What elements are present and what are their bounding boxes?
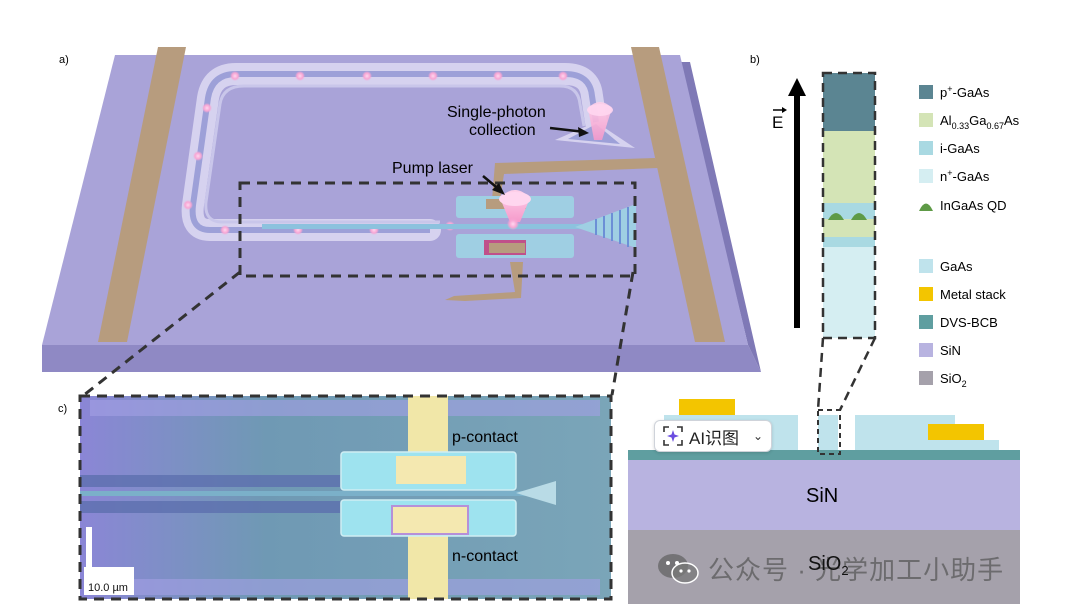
chip-side-right <box>680 62 761 372</box>
stack-connector-right <box>838 337 877 411</box>
metal-stack-right <box>928 424 984 440</box>
legend-sin: SiN <box>940 343 961 358</box>
waveguide-loop-inner <box>204 84 586 224</box>
sparkle-scan-icon <box>663 426 683 446</box>
gold-track-right <box>631 47 725 342</box>
panel-b-label: b) <box>750 54 760 66</box>
zoom-region <box>238 181 637 278</box>
bus-waveguide <box>262 224 582 229</box>
cross-section-sio2-label: SiO2 <box>808 553 849 578</box>
legend-p-gaas: p+-GaAs <box>940 84 990 100</box>
e-field-symbol: E <box>772 113 783 132</box>
scale-bar-label: 10.0 µm <box>88 582 128 594</box>
p-contact-strip <box>408 396 448 456</box>
p-contact-label: p-contact <box>452 429 518 446</box>
panel-c-label: c) <box>58 403 67 415</box>
wechat-icon <box>658 553 699 584</box>
collection-label: collection <box>469 122 536 139</box>
panel-a-label: a) <box>59 54 69 66</box>
legend-algaas: Al0.33Ga0.67As <box>940 113 1020 131</box>
layer-stack <box>821 71 877 340</box>
legend-dvs-bcb: DVS-BCB <box>940 315 998 330</box>
legend-gaas: GaAs <box>940 259 973 274</box>
cross-section-sin-label: SiN <box>806 485 838 507</box>
legend-metal-stack: Metal stack <box>940 287 1006 302</box>
waveguide-loop <box>189 71 599 233</box>
watermark-text: 公众号 · 光学加工小助手 <box>708 555 1005 585</box>
single-photon-label: Single-photon <box>447 104 546 121</box>
chip-side-front <box>42 345 761 372</box>
legend-n-gaas: n+-GaAs <box>940 168 990 184</box>
pump-laser-label: Pump laser <box>392 160 474 177</box>
legend-sio2: SiO2 <box>940 371 967 389</box>
legend: p+-GaAs Al0.33Ga0.67As i-GaAs n+-GaAs In… <box>919 84 1020 389</box>
chip-top <box>42 55 748 345</box>
n-contact-strip <box>408 530 448 599</box>
gold-track-upper <box>492 158 658 200</box>
gold-track-lower <box>445 262 523 301</box>
e-field-arrow: E <box>772 78 806 328</box>
gold-track-left <box>98 47 186 342</box>
chevron-down-icon: ⌄ <box>752 429 763 443</box>
cross-section: SiN <box>628 399 1020 604</box>
ai-button-label: AI识图 <box>689 428 740 448</box>
n-contact-label: n-contact <box>452 548 518 565</box>
legend-ingaas-qd: InGaAs QD <box>940 198 1006 213</box>
stack-connector-left <box>816 337 825 411</box>
ai-recognize-button[interactable]: AI识图 ⌄ <box>654 420 772 452</box>
watermark: 公众号 · 光学加工小助手 <box>656 550 1004 587</box>
metal-stack-left <box>679 399 735 415</box>
panel-a-chip <box>42 47 761 372</box>
zoom-connector-right <box>610 271 635 396</box>
sin-layer <box>628 460 1020 530</box>
taper-grating-lines <box>595 207 629 247</box>
legend-i-gaas: i-GaAs <box>940 141 980 156</box>
microscope-image: 10.0 µm <box>78 394 613 601</box>
